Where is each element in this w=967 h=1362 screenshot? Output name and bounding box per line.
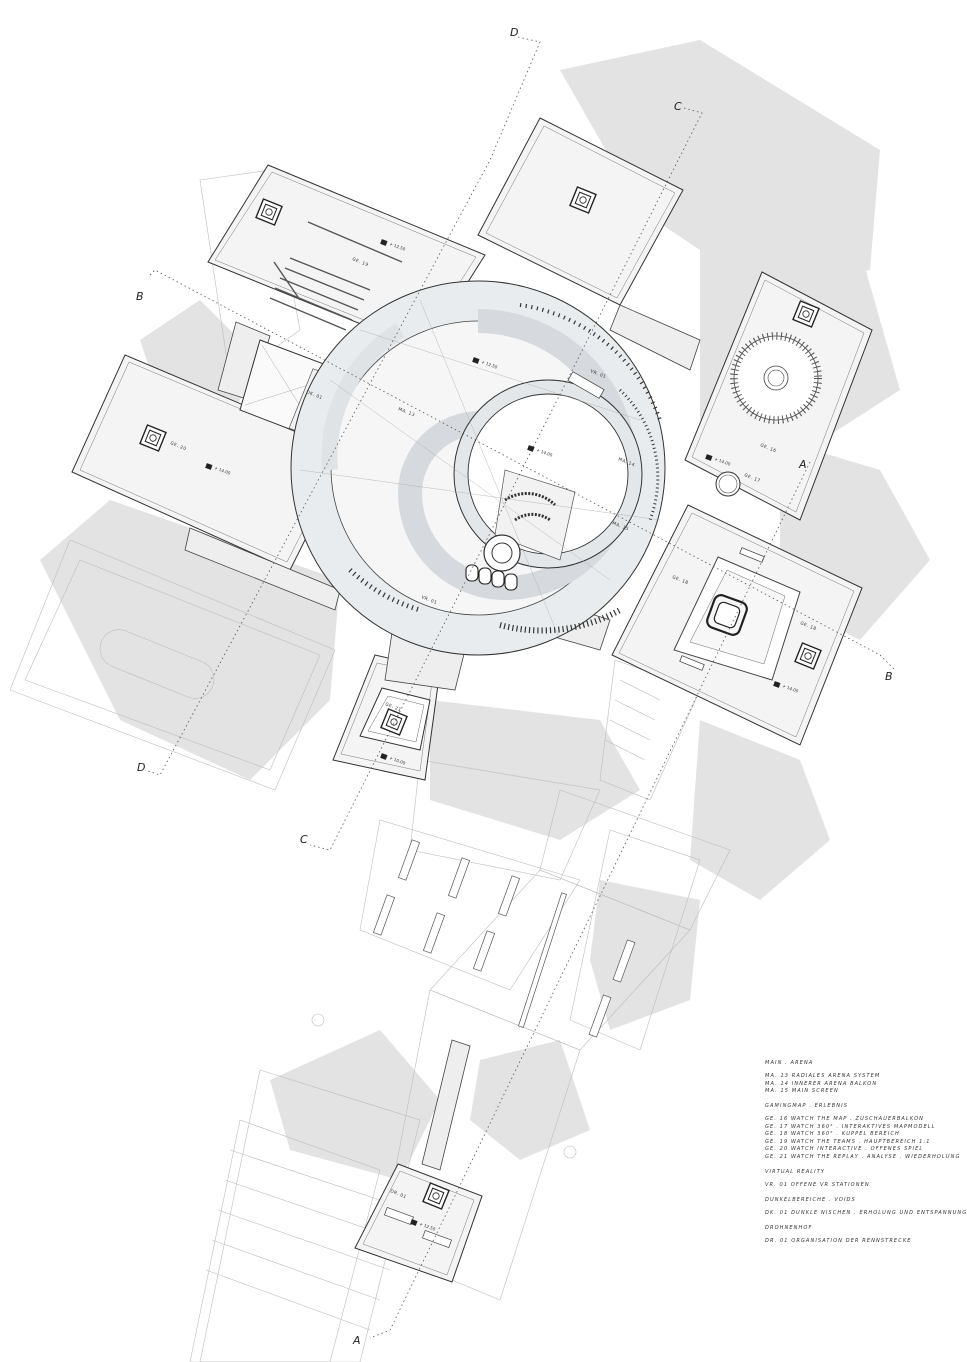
ge19-seating-rows <box>269 221 403 331</box>
legend-row: GE. 20 WATCH INTERACTIVE . OFFENES SPIEL <box>765 1146 924 1152</box>
svg-text:+ 14.00: + 14.00 <box>536 447 554 458</box>
level-marker: + 12.50 <box>472 357 498 370</box>
legend-group-gamingmap: GAMINGMAP . ERLEBNIS GE. 16 WATCH THE MA… <box>765 1103 961 1160</box>
level-marker: + 12.50 <box>380 239 406 252</box>
level-marker: + 12.50 <box>410 1219 436 1232</box>
room-label-ge18: GE. 18 <box>671 574 689 586</box>
section-marker-a: A <box>798 458 807 471</box>
section-markers: D C B A B D C A <box>136 26 893 1347</box>
level-marker: + 14.00 <box>205 463 231 476</box>
svg-text:+ 12.50: + 12.50 <box>481 359 499 370</box>
legend-heading: DUNKELBEREICHE . VOIDS <box>765 1196 856 1203</box>
section-marker-d2: D <box>137 761 145 774</box>
svg-text:+ 14.00: + 14.00 <box>714 456 732 467</box>
svg-text:+ 14.00: + 14.00 <box>214 465 232 476</box>
legend-heading: GAMINGMAP . ERLEBNIS <box>765 1103 848 1109</box>
legend-row: MA. 14 INNERER ARENA BALKON <box>765 1080 878 1087</box>
legend-group-voids: DUNKELBEREICHE . VOIDS DK. 01 DUNKLE NIS… <box>765 1196 967 1216</box>
legend-row: DR. 01 ORGANISATION DER RENNSTRECKE <box>765 1237 912 1244</box>
room-label-vr01: VR. 01 <box>589 368 607 380</box>
ge16-map-model <box>715 332 822 497</box>
core-symbols <box>139 186 822 1210</box>
room-label-ge21: GE. 21 <box>384 701 402 713</box>
room-label-ge16: GE. 16 <box>759 442 777 454</box>
legend-heading: MAIN . ARENA <box>765 1060 814 1066</box>
section-marker-d: D <box>510 26 518 39</box>
ge18-dome <box>673 547 801 681</box>
room-label-ge18b: GE. 18 <box>799 620 817 632</box>
legend-row: MA. 13 RADIALES ARENA SYSTEM <box>765 1073 881 1079</box>
dr01-tables <box>384 1207 452 1248</box>
level-marker: + 14.00 <box>527 445 553 458</box>
legend-row: GE. 18 WATCH 360° . KUPPEL BEREICH <box>765 1131 900 1137</box>
legend-heading: DROHNENHOF <box>765 1224 813 1231</box>
legend-row: MA. 15 MAIN SCREEN <box>765 1088 839 1094</box>
room-label-ge20: GE. 20 <box>169 440 187 452</box>
section-lines <box>144 36 896 1339</box>
svg-text:+ 10.00: + 10.00 <box>389 755 407 766</box>
legend-group-main-arena: MAIN . ARENA MA. 13 RADIALES ARENA SYSTE… <box>765 1060 955 1094</box>
legend: MAIN . ARENA MA. 13 RADIALES ARENA SYSTE… <box>765 1060 967 1253</box>
section-marker-b: B <box>136 290 144 303</box>
svg-text:+ 12.50: + 12.50 <box>389 241 407 252</box>
legend-heading: VIRTUAL REALITY <box>765 1168 826 1175</box>
svg-text:+ 12.50: + 12.50 <box>419 1221 437 1232</box>
level-marker: + 14.00 <box>705 454 731 467</box>
section-marker-a2: A <box>352 1334 361 1347</box>
room-label-dk01: DK. 01 <box>305 389 323 401</box>
legend-row: GE. 16 WATCH THE MAP . ZUSCHAUERBALKON <box>765 1116 925 1122</box>
level-marker: + 10.00 <box>380 753 406 766</box>
section-marker-c: C <box>674 100 682 113</box>
building-shadows <box>40 40 930 1180</box>
room-label-vr01b: VR. 01 <box>420 594 438 606</box>
room-label-ge19: GE. 19 <box>351 256 369 268</box>
legend-group-drohnenhof: DROHNENHOF DR. 01 ORGANISATION DER RENNS… <box>765 1225 955 1244</box>
section-marker-c2: C <box>300 833 308 846</box>
legend-row: GE. 17 WATCH 360° . INTERAKTIVES MAPMODE… <box>765 1123 936 1130</box>
level-markers: + 12.50 + 12.50 + 14.00 + 14.00 + 14.00 … <box>205 239 799 1232</box>
room-label-dr01: DR. 01 <box>389 1188 407 1200</box>
legend-row: GE. 21 WATCH THE REPLAY . ANALYSE . WIED… <box>765 1153 961 1160</box>
legend-group-virtual-reality: VIRTUAL REALITY VR. 01 OFFENE VR STATION… <box>765 1169 955 1188</box>
legend-row: GE. 19 WATCH THE TEAMS . HAUPTBEREICH 1:… <box>765 1138 931 1145</box>
arena <box>290 280 666 656</box>
svg-text:+ 14.00: + 14.00 <box>782 683 800 694</box>
section-marker-b2: B <box>885 670 893 683</box>
level-marker: + 14.00 <box>773 681 799 694</box>
legend-row: DK. 01 DUNKLE NISCHEN . ERHOLUNG UND ENT… <box>765 1209 967 1216</box>
room-label-ge17: GE. 17 <box>743 472 761 484</box>
legend-row: VR. 01 OFFENE VR STATIONEN <box>765 1181 870 1188</box>
site-details <box>372 839 636 1038</box>
